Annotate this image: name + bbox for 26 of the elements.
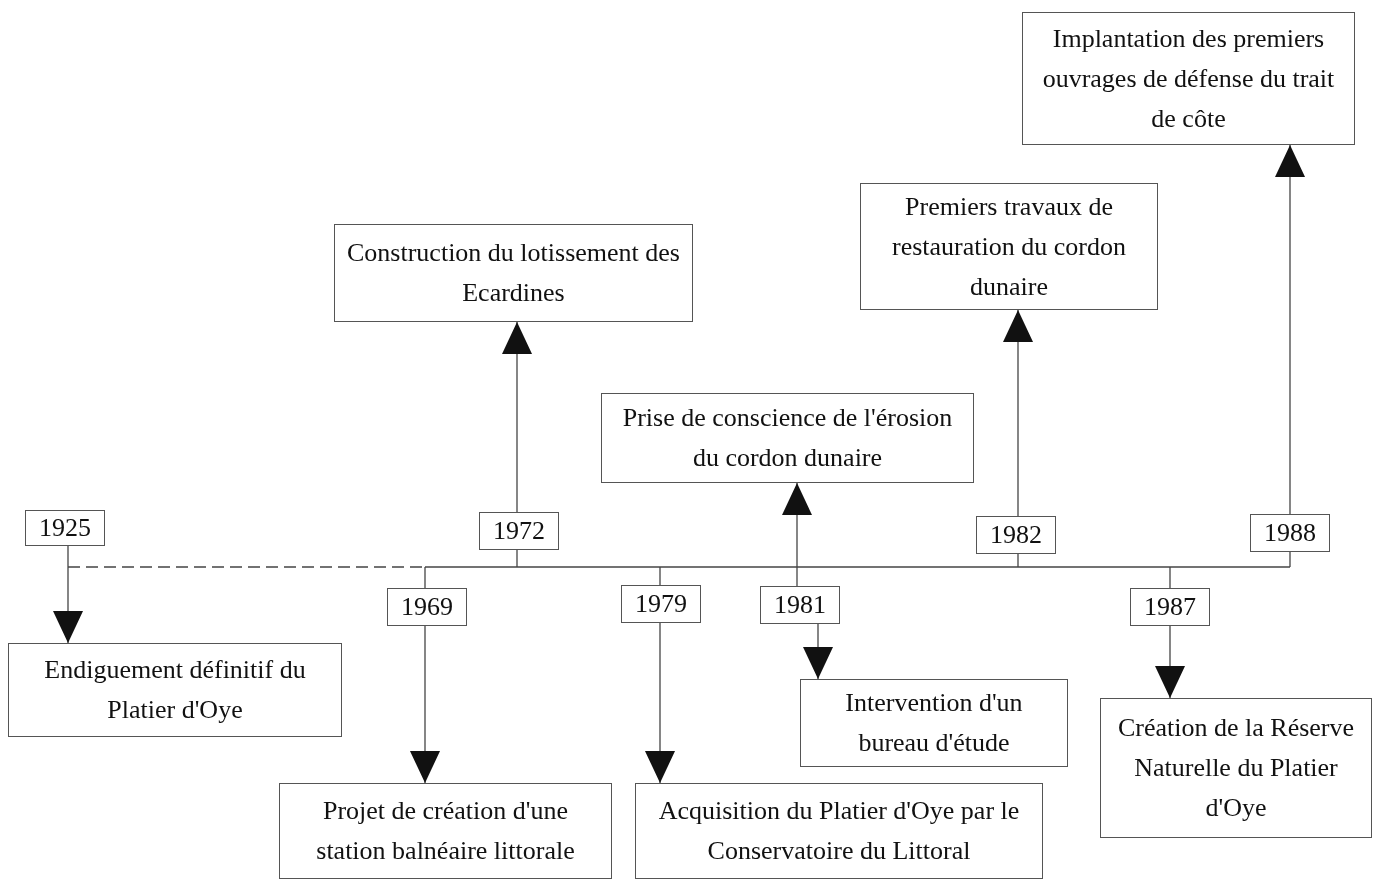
arrow: [1003, 309, 1033, 517]
year-box: 1988: [1250, 514, 1330, 552]
year-box: 1987: [1130, 588, 1210, 626]
arrow: [645, 622, 675, 784]
arrow: [1275, 144, 1305, 515]
event-box: Prise de conscience de l'érosion du cordon dunaire: [601, 393, 974, 483]
event-box: Construction du lotissement des Ecardines: [334, 224, 693, 322]
arrow: [53, 545, 83, 644]
year-box: 1979: [621, 585, 701, 623]
event-box: Acquisition du Platier d'Oye par le Conservatoire du Littoral: [635, 783, 1043, 879]
arrow: [803, 623, 833, 680]
event-box: Intervention d'un bureau d'étude: [800, 679, 1068, 767]
year-box: 1982: [976, 516, 1056, 554]
event-box: Projet de création d'une station balnéaire littorale: [279, 783, 612, 879]
event-box: Implantation des premiers ouvrages de défense du trait de côte: [1022, 12, 1355, 145]
arrow: [502, 321, 532, 513]
arrow: [410, 625, 440, 784]
year-box: 1981: [760, 586, 840, 624]
year-box: 1925: [25, 510, 105, 546]
year-box: 1972: [479, 512, 559, 550]
event-box: Premiers travaux de restauration du cordon dunaire: [860, 183, 1158, 310]
event-box: Création de la Réserve Naturelle du Platier d'Oye: [1100, 698, 1372, 838]
year-box: 1969: [387, 588, 467, 626]
arrow: [1155, 625, 1185, 699]
event-box: Endiguement définitif du Platier d'Oye: [8, 643, 342, 737]
arrow: [782, 482, 812, 587]
